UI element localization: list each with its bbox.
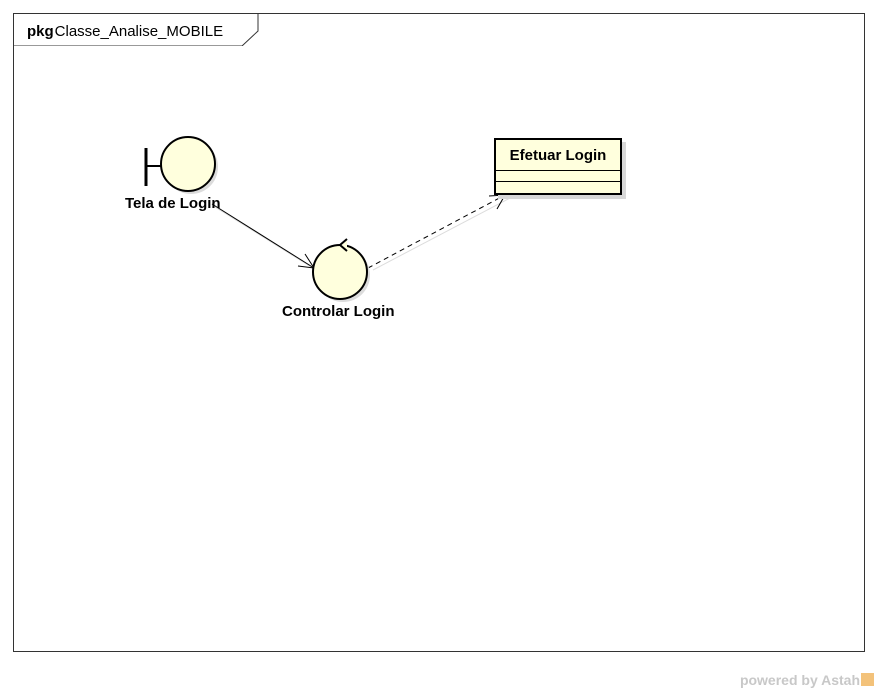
package-keyword: pkg (27, 23, 54, 40)
control-label: Controlar Login (282, 303, 395, 320)
association-edge[interactable] (211, 203, 315, 269)
entity-class-box[interactable]: Efetuar Login (494, 138, 622, 195)
boundary-icon[interactable] (144, 136, 218, 194)
astah-logo-icon (861, 673, 874, 686)
dependency-shadow (372, 197, 511, 271)
package-frame: pkgClasse_Analise_MOBILE (13, 13, 865, 652)
control-icon[interactable] (312, 238, 370, 302)
package-tab (14, 14, 259, 46)
class-operations-compartment (496, 181, 620, 182)
package-title: pkgClasse_Analise_MOBILE (27, 23, 223, 40)
boundary-label: Tela de Login (125, 195, 221, 212)
dependency-edge[interactable] (367, 194, 506, 269)
package-name: Classe_Analise_MOBILE (54, 23, 224, 40)
watermark: powered by Astah (740, 672, 874, 688)
watermark-text: powered by Astah (739, 672, 860, 688)
class-attributes-compartment (496, 170, 620, 171)
association-shadow (214, 206, 317, 271)
class-name: Efetuar Login (509, 147, 607, 164)
